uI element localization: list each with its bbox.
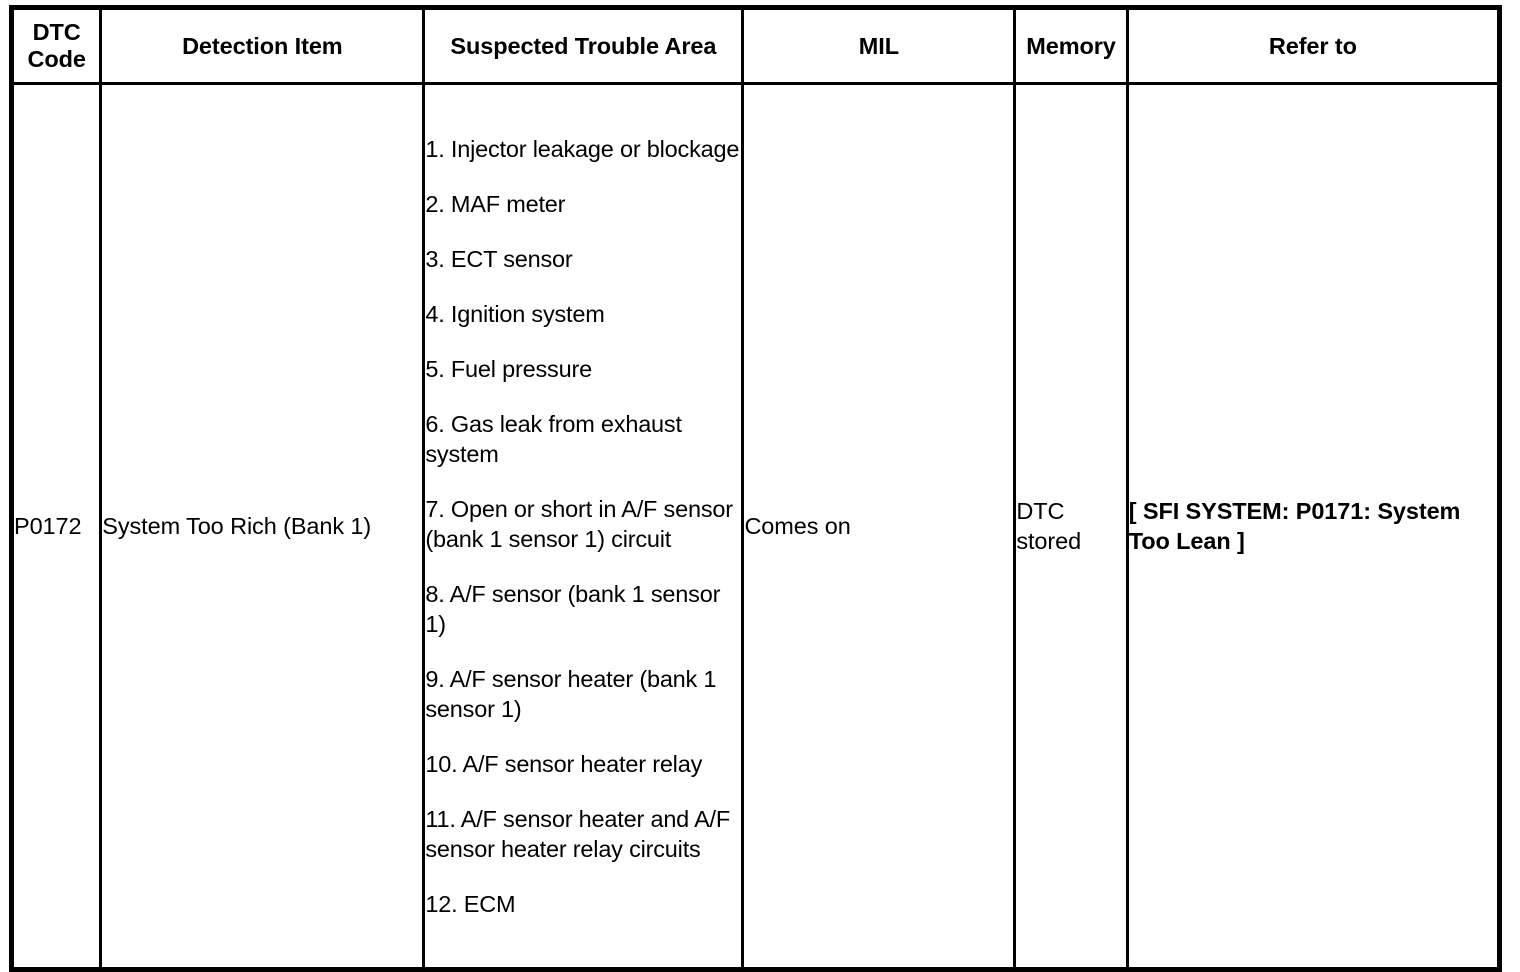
list-item: 10. A/F sensor heater relay	[425, 750, 703, 777]
list-item: 6. Gas leak from exhaust system	[425, 410, 682, 467]
cell-memory: DTC stored	[1013, 82, 1129, 971]
cell-refer-to: [ SFI SYSTEM: P0171: System Too Lean ]	[1125, 82, 1502, 971]
cell-detection-item: System Too Rich (Bank 1)	[99, 82, 426, 971]
column-header-suspected-trouble-area: Suspected Trouble Area	[422, 6, 745, 85]
list-item: 4. Ignition system	[425, 300, 605, 327]
list-item: 3. ECT sensor	[425, 245, 573, 272]
list-item: 2. MAF meter	[425, 190, 566, 217]
column-header-dtc-code: DTC Code	[9, 6, 103, 85]
table-header: DTC Code Detection Item Suspected Troubl…	[9, 6, 1502, 85]
column-header-memory: Memory	[1013, 6, 1129, 85]
cell-mil: Comes on	[741, 82, 1017, 971]
dtc-table: DTC Code Detection Item Suspected Troubl…	[9, 5, 1502, 972]
list-item: 9. A/F sensor heater (bank 1 sensor 1)	[425, 665, 717, 722]
trouble-area-list: 1. Injector leakage or blockage 2. MAF m…	[425, 134, 741, 919]
column-header-refer-to: Refer to	[1125, 6, 1502, 85]
list-item: 5. Fuel pressure	[425, 355, 592, 382]
column-header-mil: MIL	[741, 6, 1017, 85]
cell-suspected-trouble-area: 1. Injector leakage or blockage 2. MAF m…	[422, 82, 745, 971]
column-header-dtc-code-line2: Code	[27, 46, 86, 72]
list-item: 11. A/F sensor heater and A/F sensor hea…	[425, 805, 731, 862]
table-row: P0172 System Too Rich (Bank 1) 1. Inject…	[9, 82, 1502, 971]
list-item: 8. A/F sensor (bank 1 sensor 1)	[425, 580, 721, 637]
column-header-detection-item: Detection Item	[99, 6, 426, 85]
list-item: 12. ECM	[425, 890, 516, 917]
header-row: DTC Code Detection Item Suspected Troubl…	[9, 6, 1502, 85]
list-item: 1. Injector leakage or blockage	[425, 135, 740, 162]
table-body: P0172 System Too Rich (Bank 1) 1. Inject…	[9, 82, 1502, 971]
column-header-dtc-code-line1: DTC	[32, 19, 81, 45]
cell-dtc-code: P0172	[9, 82, 103, 971]
list-item: 7. Open or short in A/F sensor (bank 1 s…	[425, 495, 733, 552]
